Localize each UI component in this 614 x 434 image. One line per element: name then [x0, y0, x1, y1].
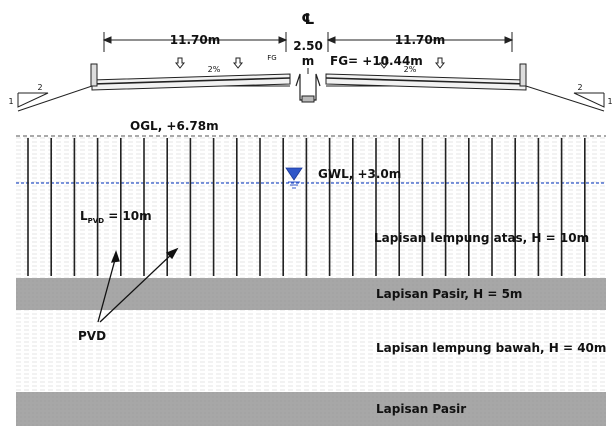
slope-right-label: 2% — [404, 65, 417, 74]
side-slope-right — [573, 92, 605, 108]
pvd-drains — [27, 138, 586, 276]
side-slope-left — [17, 92, 49, 108]
layer-label-upper-clay: Lapisan lempung atas, H = 10m — [374, 231, 589, 245]
fg-small-label: FG — [267, 54, 276, 62]
layer-label-upper-sand: Lapisan Pasir, H = 5m — [376, 287, 522, 301]
slope-left-label: 2% — [208, 65, 221, 74]
lower-clay-layer — [16, 310, 606, 392]
dimension-lines — [102, 14, 514, 74]
left-width-label: 11.70m — [170, 33, 220, 47]
pvd-length-label: LPVD = 10m — [80, 209, 152, 225]
upper-sand-layer — [16, 278, 606, 310]
water-table-icon — [285, 167, 303, 189]
upper-clay-layer — [16, 136, 606, 278]
right-width-label: 11.70m — [395, 33, 445, 47]
pvd-pointer-arrows — [97, 247, 179, 323]
centerline-symbol: ℄ — [301, 10, 314, 28]
median-unit-label: m — [302, 54, 315, 68]
ogl-label: OGL, +6.78m — [130, 119, 219, 133]
layer-label-lower-clay: Lapisan lempung bawah, H = 40m — [376, 341, 606, 355]
pvd-label: PVD — [78, 329, 106, 343]
gwl-label: GWL, +3.0m — [318, 167, 401, 181]
side-slope-left-h: 2 — [37, 83, 42, 92]
side-slope-right-v: 1 — [607, 97, 612, 106]
fg-level-label: FG= +10.44m — [330, 54, 423, 68]
layer-label-lower-sand: Lapisan Pasir — [376, 402, 466, 416]
side-slope-right-h: 2 — [577, 83, 582, 92]
lower-sand-layer — [16, 392, 606, 426]
median-width-label: 2.50 — [293, 39, 323, 53]
embankment — [17, 63, 605, 112]
side-slope-left-v: 1 — [8, 97, 13, 106]
arrows — [174, 57, 446, 69]
